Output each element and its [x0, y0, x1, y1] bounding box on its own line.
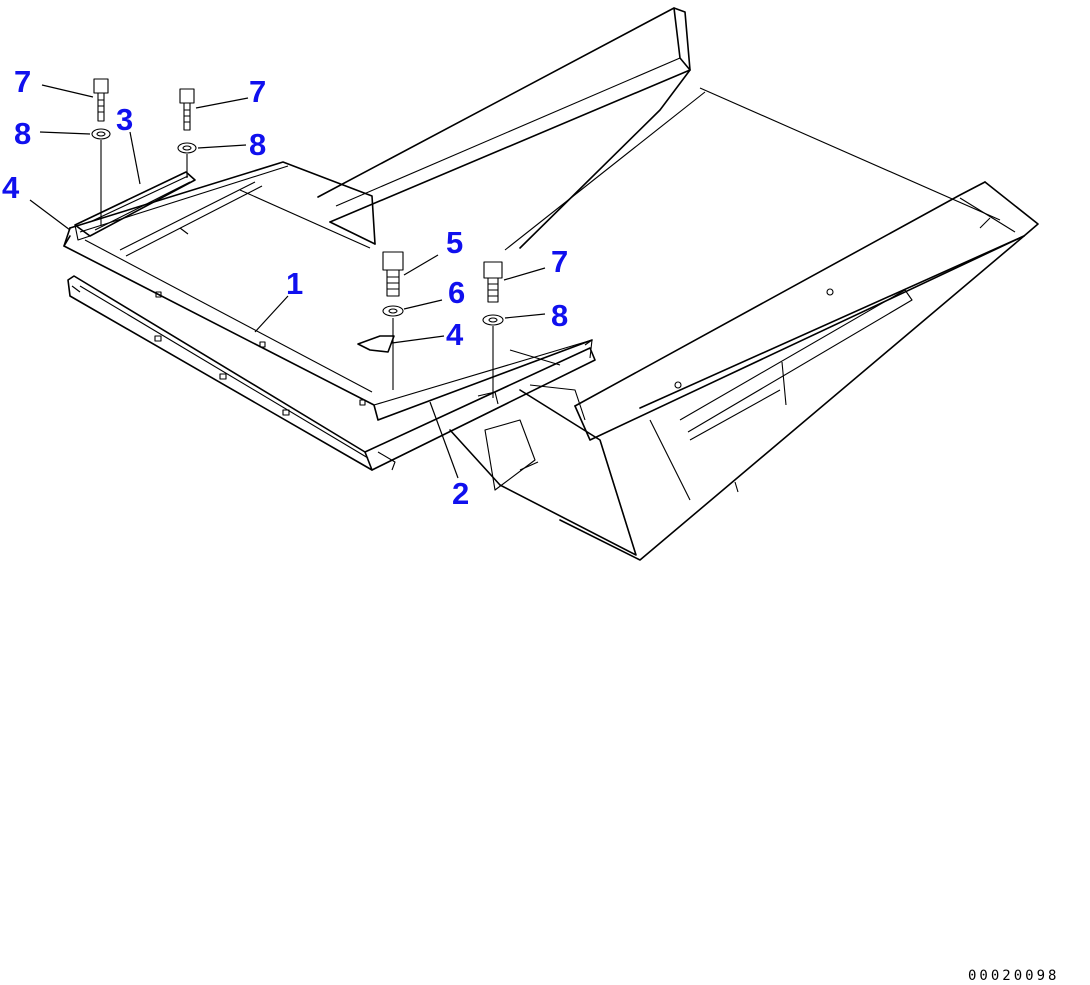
- callout-3: 3: [116, 102, 133, 137]
- callout-8-top: 8: [249, 127, 266, 162]
- washer-8b: [177, 142, 197, 178]
- leader-lines: [29, 84, 546, 479]
- callout-8-top-left: 8: [14, 116, 31, 151]
- bolt-5: [382, 251, 404, 297]
- frame-part-2: [67, 275, 596, 471]
- callout-4-right: 4: [446, 317, 464, 352]
- callout-6: 6: [448, 275, 465, 310]
- dump-body: [317, 7, 1039, 561]
- callout-8-right: 8: [551, 298, 568, 333]
- bolt-7b: [179, 88, 195, 131]
- cover-panel-part-1: [63, 161, 593, 421]
- callout-1: 1: [286, 266, 303, 301]
- washer-8a: [91, 128, 111, 226]
- washer-8c: [482, 314, 504, 398]
- callout-5: 5: [446, 225, 463, 260]
- callouts: 7 8 3 4 7 8 1 5 6 4 7 8 2: [2, 64, 568, 511]
- bolt-7a: [93, 78, 109, 122]
- drawing-code: 00020098: [968, 968, 1059, 984]
- callout-7-top: 7: [249, 74, 266, 109]
- washer-6: [382, 305, 404, 390]
- plate-part-4: [357, 335, 395, 353]
- callout-7-right: 7: [551, 244, 568, 279]
- bracket-part-3: [74, 171, 196, 241]
- callout-4-left: 4: [2, 170, 20, 205]
- bolt-7c: [483, 261, 503, 303]
- callout-7-top-left: 7: [14, 64, 31, 99]
- callout-2: 2: [452, 476, 469, 511]
